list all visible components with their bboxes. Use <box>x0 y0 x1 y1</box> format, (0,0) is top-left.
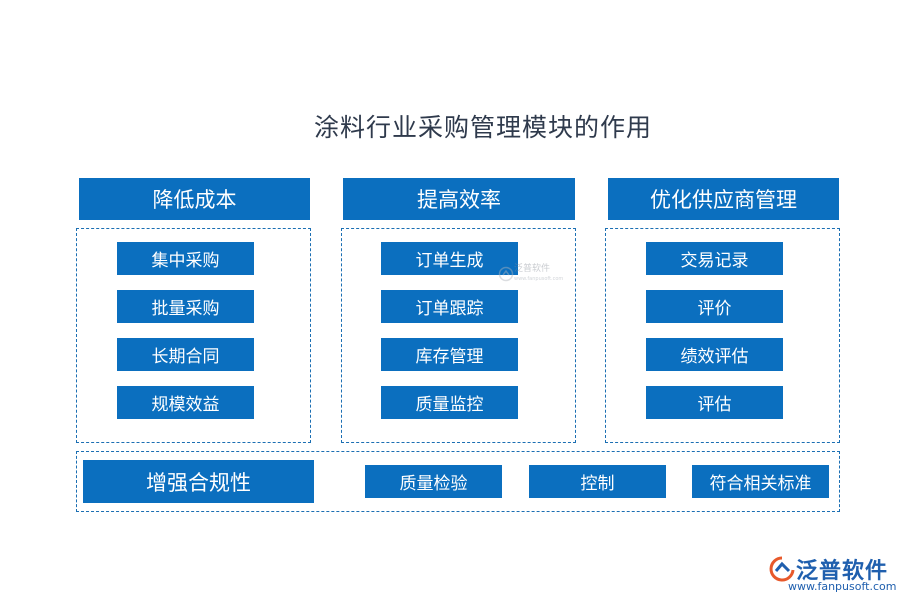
supplier-item: 评价 <box>646 290 783 323</box>
watermark: 泛普软件 www.fanpusoft.com <box>498 264 563 284</box>
supplier-item: 评估 <box>646 386 783 419</box>
brand-logo: 泛普软件 <box>768 553 888 585</box>
compliance-item: 控制 <box>529 465 666 498</box>
column-panel-cost <box>76 228 311 443</box>
compliance-item: 质量检验 <box>365 465 502 498</box>
watermark-url: www.fanpusoft.com <box>514 276 564 282</box>
supplier-item: 绩效评估 <box>646 338 783 371</box>
brand-name: 泛普软件 <box>796 559 889 584</box>
column-header-supplier: 优化供应商管理 <box>608 178 839 220</box>
efficiency-item: 质量监控 <box>381 386 518 419</box>
compliance-item: 符合相关标准 <box>692 465 829 498</box>
watermark-logo-icon <box>498 266 514 282</box>
efficiency-item: 库存管理 <box>381 338 518 371</box>
cost-item: 长期合同 <box>117 338 254 371</box>
cost-item: 规模效益 <box>117 386 254 419</box>
column-panel-supplier <box>605 228 840 443</box>
brand-logo-icon <box>769 556 795 582</box>
column-header-cost: 降低成本 <box>79 178 310 220</box>
compliance-panel <box>76 451 840 512</box>
cost-item: 批量采购 <box>117 290 254 323</box>
supplier-item: 交易记录 <box>646 242 783 275</box>
column-header-efficiency: 提高效率 <box>343 178 575 220</box>
efficiency-item: 订单跟踪 <box>381 290 518 323</box>
compliance-header: 增强合规性 <box>83 460 314 503</box>
cost-item: 集中采购 <box>117 242 254 275</box>
efficiency-item: 订单生成 <box>381 242 518 275</box>
watermark-name: 泛普软件 <box>514 264 551 274</box>
brand-url: www.fanpusoft.com <box>788 580 897 593</box>
column-panel-efficiency <box>341 228 576 443</box>
page-title: 涂料行业采购管理模块的作用 <box>313 113 652 142</box>
